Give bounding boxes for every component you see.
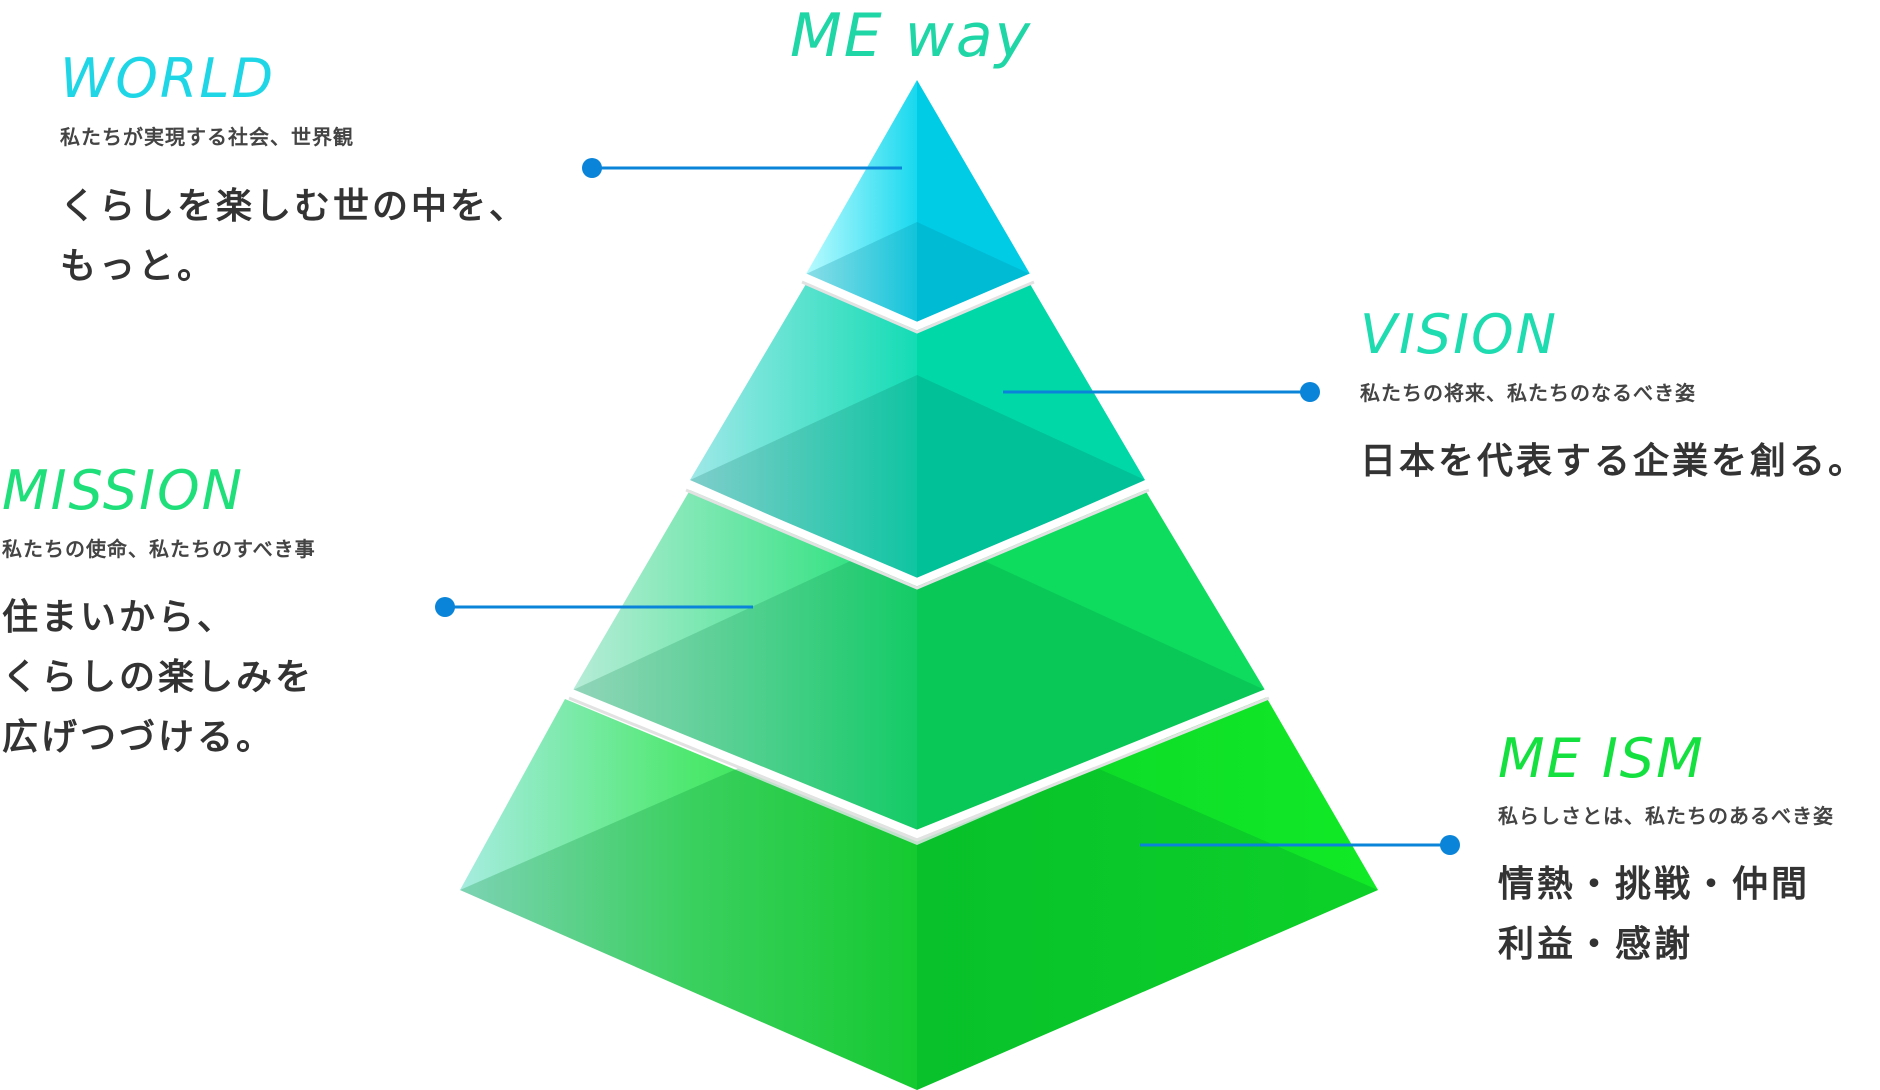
tier-meism-left-face	[460, 699, 917, 1090]
tier-world-inner-shadow	[806, 222, 1030, 322]
tier-world-right-face	[917, 80, 1030, 322]
connector-mission-dot	[435, 597, 455, 617]
mission-statement-line: 住まいから、	[2, 597, 237, 638]
meism-statement-line: 利益・感謝	[1498, 924, 1694, 965]
tier-mission-left-face	[573, 490, 917, 830]
mission-statement-line: くらしの楽しみを	[2, 657, 315, 698]
meism-statement: 情熱・挑戦・仲間 利益・感謝	[1498, 855, 1810, 975]
connector-meism-dot	[1440, 835, 1460, 855]
vision-title: VISION	[1360, 303, 1558, 366]
tier-vision	[690, 284, 1145, 580]
world-subtitle: 私たちが実現する社会、世界観	[60, 125, 354, 149]
tier-meism	[460, 690, 1378, 1090]
tier-vision-inner-shadow	[690, 375, 1145, 580]
tier-meism-right-face	[917, 695, 1378, 1090]
connector-mission	[435, 597, 753, 617]
meism-statement-line: 情熱・挑戦・仲間	[1498, 864, 1811, 905]
connector-vision	[1003, 382, 1320, 402]
tier-mission	[573, 490, 1265, 830]
world-statement: くらしを楽しむ世の中を、 もっと。	[60, 177, 528, 297]
vision-statement-line: 日本を代表する企業を創る。	[1360, 441, 1868, 482]
tier-mission-right-face	[917, 490, 1265, 830]
mission-subtitle: 私たちの使命、私たちのすべき事	[2, 537, 316, 561]
mission-statement-line: 広げつづける。	[2, 717, 276, 758]
tier-mission-inner-shadow	[573, 530, 1265, 830]
meism-title: ME ISM	[1498, 727, 1705, 790]
mission-statement: 住まいから、 くらしの楽しみを 広げつづける。	[2, 588, 314, 768]
vision-subtitle: 私たちの将来、私たちのなるべき姿	[1360, 381, 1696, 405]
vision-statement: 日本を代表する企業を創る。	[1360, 432, 1867, 492]
tier-vision-left-face	[690, 284, 917, 580]
diagram-title: ME way	[790, 1, 1033, 71]
world-statement-line: くらしを楽しむ世の中を、	[60, 186, 529, 227]
separator-world-vision	[800, 272, 1036, 331]
tier-meism-inner-shadow	[460, 690, 1378, 1090]
tier-world	[806, 80, 1030, 322]
world-statement-line: もっと。	[60, 246, 217, 287]
tier-world-left-face	[806, 80, 917, 322]
separator-mission-meism	[567, 688, 1271, 839]
connector-meism	[1140, 835, 1460, 855]
tier-vision-right-face	[917, 284, 1145, 580]
connector-vision-dot	[1300, 382, 1320, 402]
connector-world-dot	[582, 158, 602, 178]
world-title: WORLD	[60, 47, 276, 110]
tier-separators	[567, 272, 1271, 839]
meism-subtitle: 私らしさとは、私たちのあるべき姿	[1498, 804, 1834, 828]
connector-world	[582, 158, 902, 178]
mission-title: MISSION	[2, 459, 244, 522]
separator-vision-mission	[684, 480, 1151, 587]
